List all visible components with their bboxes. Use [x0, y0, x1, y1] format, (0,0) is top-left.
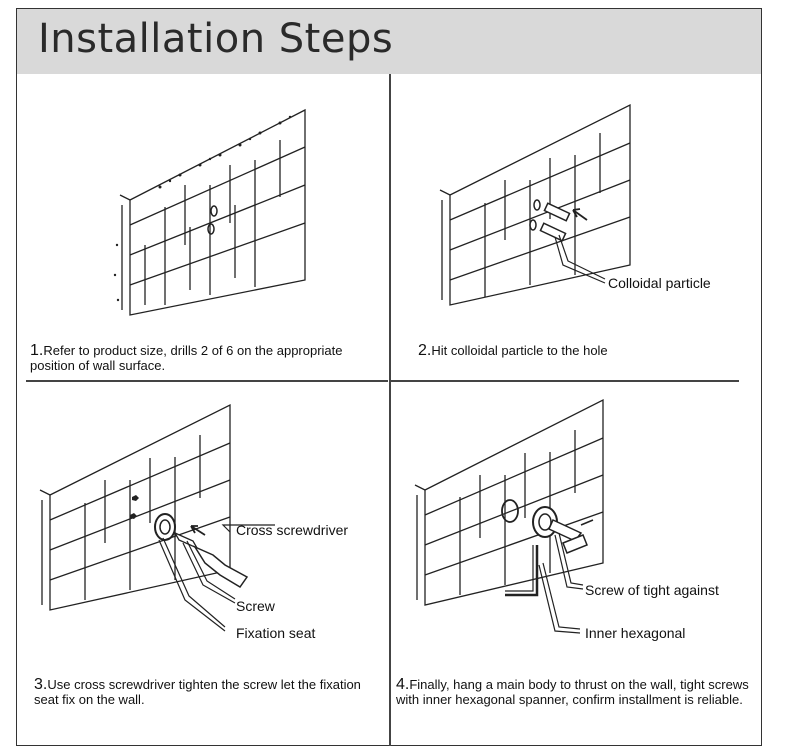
step2-number: 2. — [418, 342, 432, 359]
step2-underline — [391, 380, 739, 382]
vertical-divider — [389, 74, 391, 746]
step3-wall-illustration — [39, 403, 275, 632]
step1-caption: 1.Refer to product size, drills 2 of 6 o… — [30, 342, 385, 374]
step4-text: Finally, hang a main body to thrust on t… — [396, 677, 749, 707]
step3-caption: 3.Use cross screwdriver tighten the scre… — [34, 676, 386, 708]
step2-text: Hit colloidal particle to the hole — [431, 343, 608, 358]
label-inner-hexagonal: Inner hexagonal — [585, 625, 686, 641]
step1-text: Refer to product size, drills 2 of 6 on … — [30, 343, 343, 373]
page-title: Installation Steps — [38, 16, 394, 62]
step2-caption: 2.Hit colloidal particle to the hole — [418, 342, 748, 359]
step2-wall-illustration — [439, 103, 631, 306]
step4-caption: 4.Finally, hang a main body to thrust on… — [396, 676, 756, 708]
label-screw: Screw — [236, 598, 275, 614]
label-cross-screwdriver: Cross screwdriver — [236, 522, 349, 538]
step1-wall-illustration — [113, 108, 306, 316]
label-fixation-seat: Fixation seat — [236, 625, 316, 641]
step1-underline — [26, 380, 388, 382]
step1-panel — [100, 95, 340, 325]
step2-panel — [425, 85, 745, 325]
step3-text: Use cross screwdriver tighten the screw … — [34, 677, 361, 707]
step3-number: 3. — [34, 676, 48, 693]
step1-number: 1. — [30, 342, 44, 359]
step4-number: 4. — [396, 676, 410, 693]
label-colloidal-particle: Colloidal particle — [608, 275, 711, 291]
step3-panel — [35, 395, 375, 655]
step4-panel — [405, 395, 755, 655]
step4-wall-illustration — [414, 398, 604, 634]
label-screw-of-tight-against: Screw of tight against — [585, 582, 719, 598]
